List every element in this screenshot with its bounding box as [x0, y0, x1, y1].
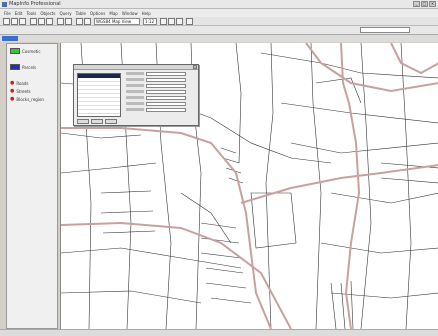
active-layer-tab[interactable] — [2, 36, 18, 41]
attribute-value[interactable] — [146, 78, 186, 82]
list-item[interactable] — [78, 78, 120, 82]
layer-item[interactable]: ● Blocks_region — [10, 96, 44, 102]
dialog-title-bar[interactable] — [74, 65, 198, 70]
copy-icon[interactable] — [46, 18, 53, 25]
save-icon[interactable] — [19, 18, 26, 25]
info-icon[interactable] — [168, 18, 175, 25]
secondary-toolbar — [0, 26, 438, 35]
attribute-row — [126, 90, 196, 94]
attribute-label — [126, 78, 144, 81]
layer-label: Roads — [16, 80, 29, 86]
attribute-row — [126, 102, 196, 106]
zoom-in-icon[interactable] — [84, 18, 91, 25]
menu-edit[interactable]: Edit — [14, 10, 23, 16]
dialog-button[interactable] — [77, 119, 89, 124]
layer-label: Cosmetic — [22, 48, 41, 54]
dialog-close-icon[interactable] — [193, 65, 197, 69]
attribute-row — [126, 96, 196, 100]
menu-map[interactable]: Map — [109, 10, 118, 16]
maximize-button[interactable]: □ — [421, 1, 428, 7]
layer-label: Parcels — [22, 64, 37, 70]
attribute-label — [126, 90, 144, 93]
layer-label: Blocks_region — [16, 96, 44, 102]
attribute-label — [126, 96, 144, 99]
attribute-label — [126, 102, 144, 105]
paste-icon[interactable] — [57, 18, 64, 25]
window-controls: _ □ × — [413, 1, 436, 7]
layer-item[interactable]: ● Streets — [10, 88, 31, 94]
attribute-row — [126, 108, 196, 112]
dialog-button[interactable] — [105, 119, 117, 124]
attribute-label — [126, 108, 144, 111]
attribute-value[interactable] — [146, 102, 186, 106]
attribute-label — [126, 84, 144, 87]
menu-bar: File Edit Tools Objects Query Table Opti… — [0, 9, 438, 17]
new-icon[interactable] — [3, 18, 10, 25]
major-roads — [61, 43, 438, 329]
attribute-fields — [126, 72, 196, 118]
dialog-button[interactable] — [91, 119, 103, 124]
status-bar — [0, 329, 438, 336]
print-icon[interactable] — [30, 18, 37, 25]
layer-item[interactable]: Cosmetic — [10, 48, 41, 54]
list-item[interactable] — [78, 102, 120, 106]
close-button[interactable]: × — [429, 1, 436, 7]
pin-icon: ● — [10, 80, 15, 86]
layer-swatch — [10, 64, 20, 70]
menu-query[interactable]: Query — [59, 10, 72, 16]
menu-tools[interactable]: Tools — [26, 10, 37, 16]
zoom-combo[interactable]: 1:12 — [143, 18, 157, 25]
select-icon[interactable] — [76, 18, 83, 25]
layer-item[interactable]: ● Roads — [10, 80, 29, 86]
list-item[interactable] — [78, 110, 120, 114]
menu-options[interactable]: Options — [89, 10, 106, 16]
layer-select[interactable] — [360, 27, 410, 33]
pin-icon: ● — [10, 88, 15, 94]
app-icon — [2, 2, 7, 7]
open-icon[interactable] — [11, 18, 18, 25]
menu-file[interactable]: File — [4, 10, 11, 16]
attribute-row — [126, 84, 196, 88]
layer-control-panel: Cosmetic Parcels ● Roads ● Streets ● Blo… — [6, 43, 58, 329]
list-item[interactable] — [78, 94, 120, 98]
record-list[interactable] — [77, 73, 121, 117]
minimize-button[interactable]: _ — [413, 1, 420, 7]
attribute-value[interactable] — [146, 108, 186, 112]
view-combo[interactable]: WGS84 Map View — [94, 18, 140, 25]
attribute-label — [126, 72, 144, 75]
layer-label: Streets — [16, 88, 31, 94]
list-item[interactable] — [78, 82, 120, 86]
layer-tab-strip — [0, 35, 438, 42]
menu-objects[interactable]: Objects — [40, 10, 56, 16]
window-title: MapInfo Professional — [9, 1, 61, 7]
grabber-icon[interactable] — [160, 18, 167, 25]
map-window[interactable] — [60, 43, 438, 329]
main-toolbar: WGS84 Map View 1:12 — [0, 17, 438, 26]
attribute-row — [126, 72, 196, 76]
undo-icon[interactable] — [65, 18, 72, 25]
pin-icon: ● — [10, 96, 15, 102]
label-icon[interactable] — [186, 18, 193, 25]
list-item[interactable] — [78, 86, 120, 90]
attribute-value[interactable] — [146, 96, 186, 100]
menu-window[interactable]: Window — [121, 10, 138, 16]
title-bar: MapInfo Professional _ □ × — [0, 0, 438, 9]
layer-swatch — [10, 48, 20, 54]
ruler-icon[interactable] — [176, 18, 183, 25]
attribute-value[interactable] — [146, 90, 186, 94]
list-item[interactable] — [78, 98, 120, 102]
attribute-value[interactable] — [146, 84, 186, 88]
info-tool-dialog[interactable] — [73, 64, 199, 126]
menu-table[interactable]: Table — [75, 10, 86, 16]
list-item[interactable] — [78, 106, 120, 110]
attribute-row — [126, 78, 196, 82]
layer-item[interactable]: Parcels — [10, 64, 36, 70]
dialog-buttons — [77, 119, 117, 124]
cut-icon[interactable] — [38, 18, 45, 25]
list-header — [78, 74, 120, 78]
list-item[interactable] — [78, 90, 120, 94]
menu-help[interactable]: Help — [141, 10, 151, 16]
attribute-value[interactable] — [146, 72, 186, 76]
